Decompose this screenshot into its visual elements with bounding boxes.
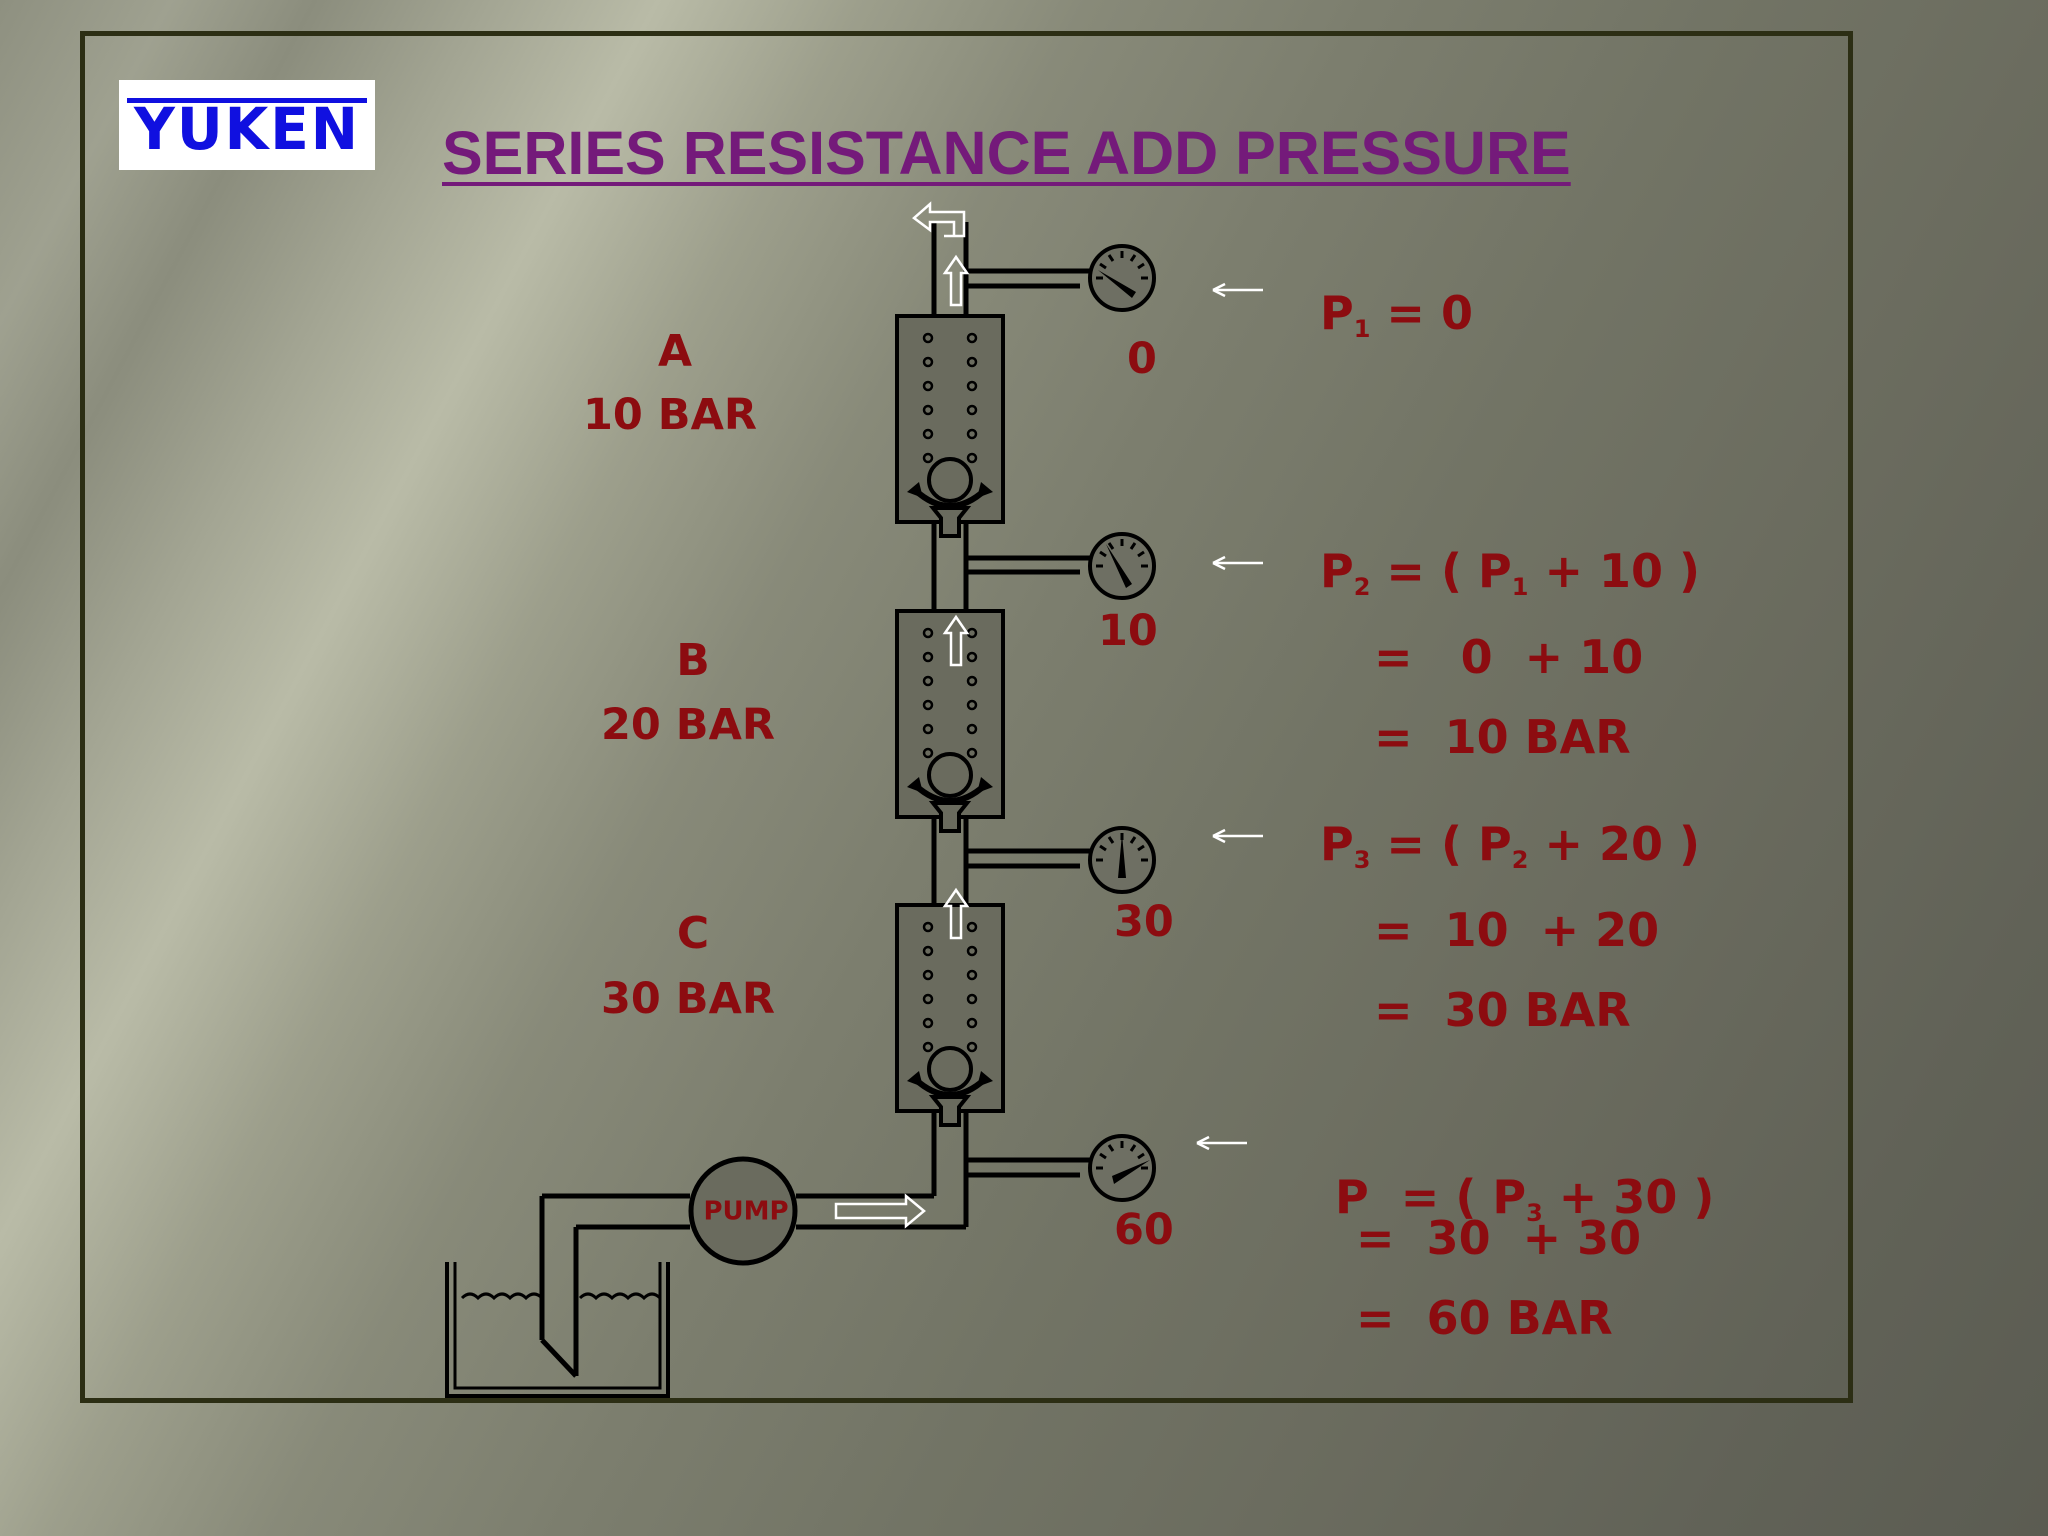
pump-flow-arrow xyxy=(834,1193,926,1229)
pump-label: PUMP xyxy=(703,1197,788,1227)
gauge-p xyxy=(1088,1134,1156,1202)
gauge-reading-p: 60 xyxy=(1114,1205,1174,1255)
main-pipe xyxy=(539,222,1095,1378)
valve-a-name: A xyxy=(657,326,693,377)
gauge-p3 xyxy=(1088,826,1156,894)
equation-p3-line3: = 30 BAR xyxy=(1374,983,1631,1037)
equation-p2-line2: = 0 + 10 xyxy=(1374,630,1644,684)
gauge-reading-p1: 0 xyxy=(1127,334,1157,384)
valve-a xyxy=(897,316,1003,536)
valve-b-name: B xyxy=(676,635,710,686)
outlet-arrow xyxy=(912,201,966,238)
pointer-arrow-p xyxy=(1195,1135,1249,1151)
equation-p1: P1 = 0 xyxy=(1320,286,1474,343)
valve-b-pressure: 20 BAR xyxy=(601,700,775,750)
yuken-logo: YUKEN xyxy=(119,80,375,170)
slide-frame xyxy=(80,31,1853,1403)
equation-p: P = ( P3 + 30 ) xyxy=(1335,1170,1715,1227)
valve-a-pressure: 10 BAR xyxy=(583,390,757,440)
pointer-arrow-p1 xyxy=(1211,282,1265,298)
gauge-reading-p2: 10 xyxy=(1098,606,1158,656)
oil-tank xyxy=(445,1262,670,1398)
equation-p2-line3: = 10 BAR xyxy=(1374,710,1631,764)
gauge-p2 xyxy=(1088,532,1156,600)
gauge-p1 xyxy=(1088,244,1156,312)
page-title: SERIES RESISTANCE ADD PRESSURE xyxy=(442,119,1571,187)
equation-p3-line2: = 10 + 20 xyxy=(1374,903,1660,957)
logo-text: YUKEN xyxy=(133,95,360,163)
equation-p3: P3 = ( P2 + 20 ) xyxy=(1320,817,1701,874)
gauge-reading-p3: 30 xyxy=(1114,897,1174,947)
pointer-arrow-p3 xyxy=(1211,828,1265,844)
equation-p2: P2 = ( P1 + 10 ) xyxy=(1320,544,1701,601)
equation-p-line3: = 60 BAR xyxy=(1356,1291,1613,1345)
valve-c-name: C xyxy=(676,908,710,959)
equation-p-line2: = 30 + 30 xyxy=(1356,1211,1642,1265)
pump-circle xyxy=(688,1156,798,1266)
valve-c-pressure: 30 BAR xyxy=(601,974,775,1024)
pointer-arrow-p2 xyxy=(1211,555,1265,571)
